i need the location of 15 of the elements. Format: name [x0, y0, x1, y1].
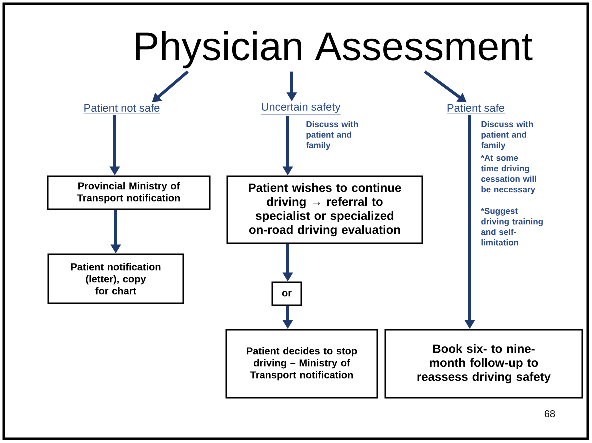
process-box: Patient decides to stop driving – Ministry of Transport notification [226, 329, 378, 399]
note-text: *Suggest driving training and self-limitation [481, 208, 543, 246]
edge-label: Discuss with patient and family [306, 121, 358, 150]
process-box: Patient notification (letter), copy for chart [48, 254, 184, 304]
slide-title: Physician Assessment [136, 31, 533, 69]
category-heading: Patient not safe [84, 104, 160, 114]
edge-label: Discuss with patient and family [481, 121, 534, 150]
process-box: Patient wishes to continue driving → referral to specialist or specialized on-road driving evaluation [226, 176, 424, 244]
page-number: 68 [544, 410, 556, 418]
process-box: Provincial Ministry of Transport notification [47, 176, 211, 210]
process-box: Book six- to nine-month follow-up to reassess driving safety [384, 329, 584, 399]
category-heading: Patient safe [446, 104, 506, 114]
note-text: *At some time driving cessation will be necessary [481, 155, 536, 194]
process-box: or [272, 282, 302, 306]
category-heading: Uncertain safety [261, 102, 341, 115]
